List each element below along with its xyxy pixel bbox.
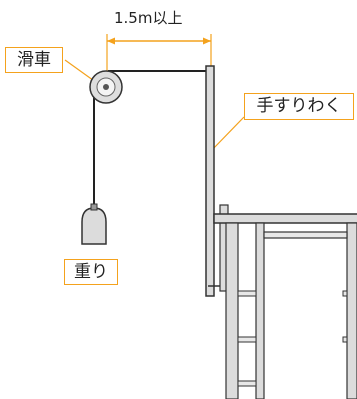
handrail-leader (210, 116, 245, 152)
scaffold (213, 213, 357, 399)
weight-label: 重り (64, 259, 118, 285)
pulley-icon (89, 70, 123, 104)
pulley-label: 滑車 (5, 47, 63, 73)
distance-dimension (106, 34, 212, 72)
handrail-frame (205, 65, 229, 297)
distance-label: 1.5m以上 (114, 9, 183, 27)
weight-icon (81, 203, 107, 245)
handrail-label: 手すりわく (244, 93, 354, 120)
